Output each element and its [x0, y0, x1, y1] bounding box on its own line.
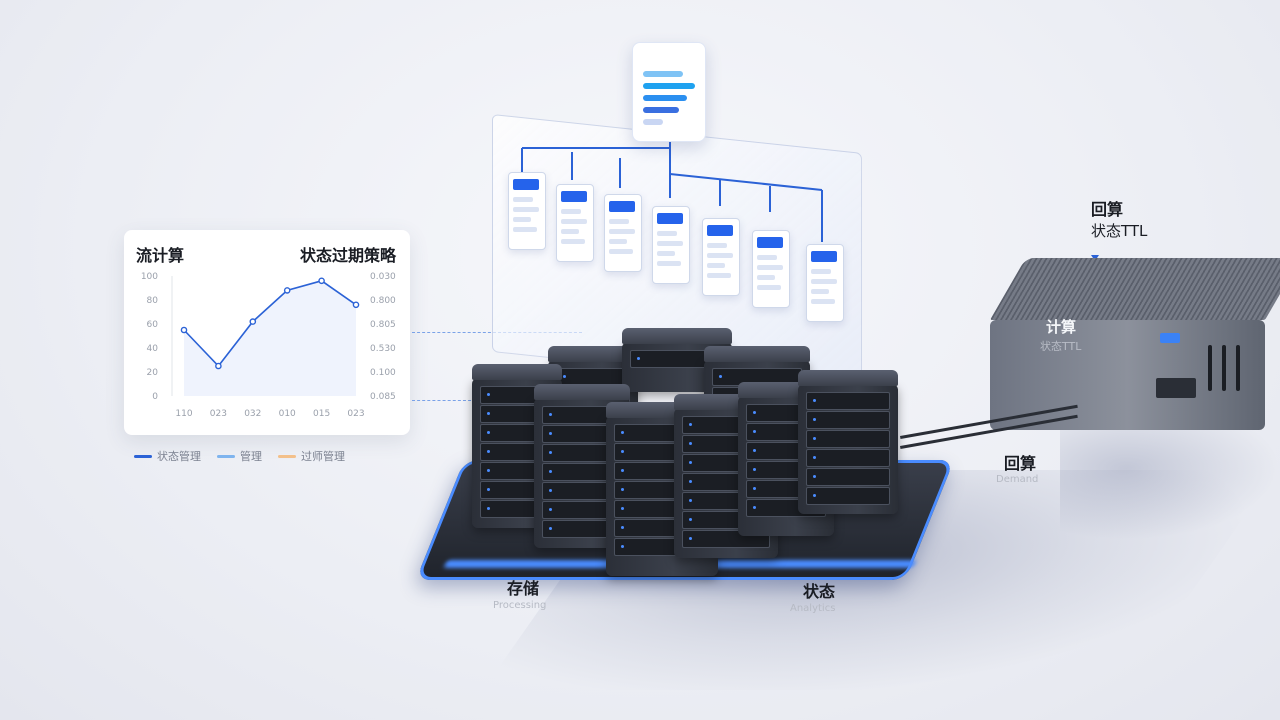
data-point: [283, 287, 291, 294]
compute-box-top: [990, 258, 1280, 320]
y-tick-label: 20: [147, 368, 159, 378]
x-tick-label: 032: [244, 409, 261, 419]
x-tick-label: 023: [210, 409, 227, 419]
y-tick-label: 80: [147, 296, 159, 306]
recompute-label: 回算: [1091, 200, 1124, 219]
legend-label: 过师管理: [301, 450, 345, 463]
x-tick-label: 010: [279, 409, 296, 419]
data-point: [352, 301, 360, 309]
storage-sublabel: Processing: [493, 600, 547, 611]
root-document-icon: [632, 42, 706, 142]
series-line: [183, 279, 357, 368]
chart-title-left: 流计算: [136, 246, 185, 265]
compute-box-label: 计算: [1046, 318, 1077, 336]
chart-legend: 状态管理 管理 过师管理: [134, 448, 345, 464]
x-tick-label: 110: [175, 409, 192, 419]
legend-item: 过师管理: [278, 448, 345, 464]
recompute-bottom-label: 回算: [1004, 454, 1037, 473]
y-right-tick-label: 0.530: [370, 344, 396, 354]
y-right-tick-label: 0.085: [370, 392, 396, 402]
data-point: [215, 362, 222, 370]
chart-card: 流计算 状态过期策略 100 80 60 40 20 0 0.030 0.800 0.805 0.…: [124, 230, 410, 435]
port-panel: [1156, 378, 1196, 398]
state-sublabel: Analytics: [790, 603, 836, 614]
document-icon: [556, 184, 594, 262]
data-point: [180, 326, 188, 334]
x-tick-label: 023: [347, 409, 364, 419]
document-icon: [702, 218, 740, 296]
legend-item: 管理: [217, 448, 262, 464]
legend-label: 状态管理: [157, 450, 201, 463]
document-icon: [652, 206, 690, 284]
vent-slot: [1208, 345, 1212, 391]
server-rack: [798, 370, 898, 514]
y-right-tick-label: 0.030: [370, 272, 396, 282]
y-tick-label: 40: [147, 344, 159, 354]
compute-box-sublabel: 状态TTL: [1040, 340, 1082, 353]
state-label: 状态: [803, 582, 836, 601]
compute-box: [990, 320, 1265, 430]
y-right-tick-label: 0.100: [370, 368, 396, 378]
y-tick-label: 0: [152, 392, 158, 402]
vent-slot: [1222, 345, 1226, 391]
storage-label: 存储: [507, 579, 540, 598]
data-point: [249, 318, 257, 325]
legend-swatch: [217, 454, 235, 458]
status-led-icon: [1160, 333, 1180, 343]
line-chart: 100 80 60 40 20 0 0.030 0.800 0.805 0.530 0.100 0.0…: [141, 272, 396, 419]
legend-swatch: [278, 454, 296, 458]
series-area: [184, 280, 356, 396]
y-right-tick-label: 0.805: [370, 320, 396, 330]
y-tick-label: 60: [147, 320, 159, 330]
tree-connectors: [521, 140, 823, 242]
data-point: [318, 277, 325, 285]
legend-item: 状态管理: [134, 448, 201, 464]
state-ttl-label: 状态TTL: [1091, 222, 1148, 240]
floor-shadow-right: [1060, 420, 1280, 540]
document-icon: [806, 244, 844, 322]
legend-label: 管理: [240, 450, 262, 463]
chart-title-right: 状态过期策略: [299, 246, 396, 265]
recompute-bottom-sublabel: Demand: [996, 474, 1039, 485]
document-icon: [604, 194, 642, 272]
document-icon: [752, 230, 790, 308]
y-right-tick-label: 0.800: [370, 296, 396, 306]
connector-line: [412, 400, 522, 401]
document-icon: [508, 172, 546, 250]
legend-swatch: [134, 454, 152, 458]
x-tick-label: 015: [313, 409, 330, 419]
vent-slot: [1236, 345, 1240, 391]
y-tick-label: 100: [141, 272, 158, 282]
